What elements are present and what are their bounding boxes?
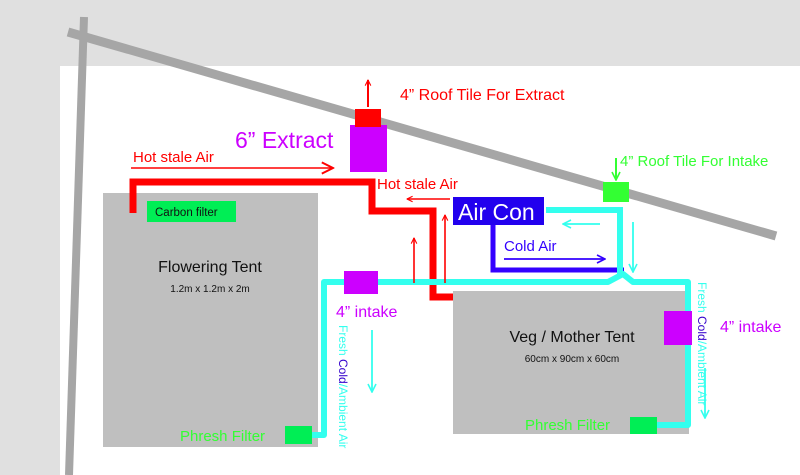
cold-air-duct: [490, 224, 624, 273]
air-con-label: Air Con: [458, 199, 535, 225]
fresh-air-branch-duct: [312, 271, 691, 438]
veg-tent-dimensions: 60cm x 90cm x 60cm: [525, 354, 619, 365]
roof-tile-extract: [355, 109, 381, 127]
veg-mother-tent: [453, 291, 689, 434]
fresh-air-label-right: Fresh Cold/Ambient Air: [695, 282, 709, 405]
roof-tile-intake: [603, 182, 629, 202]
fresh-air-label-left: Fresh Cold/Ambient Air: [336, 325, 350, 448]
roof-post: [65, 16, 88, 475]
phresh-filter-right: [630, 417, 657, 434]
extract-6-label: 6” Extract: [235, 127, 334, 153]
flowering-tent-dimensions: 1.2m x 1.2m x 2m: [170, 284, 249, 295]
roof-line: [66, 27, 778, 241]
intake-fan-right: [664, 311, 692, 345]
hot-stale-air-left-label: Hot stale Air: [133, 149, 214, 166]
extract-fan: [350, 125, 387, 172]
cold-air-label: Cold Air: [504, 238, 557, 255]
intake-fan-left: [344, 271, 378, 294]
air-con-unit: [453, 197, 544, 225]
carbon-filter-label: Carbon filter: [155, 207, 218, 219]
carbon-filter: [147, 201, 236, 222]
phresh-filter-left: [285, 426, 312, 444]
roof-tile-intake-label: 4” Roof Tile For Intake: [620, 153, 768, 170]
veg-tent-label: Veg / Mother Tent: [509, 329, 635, 346]
flowering-tent: [103, 193, 318, 447]
roof-tile-extract-label: 4” Roof Tile For Extract: [400, 87, 565, 104]
phresh-filter-left-label: Phresh Filter: [180, 428, 265, 445]
phresh-filter-right-label: Phresh Filter: [525, 417, 610, 434]
extract-duct: [129, 178, 453, 301]
intake-right-label: 4” intake: [720, 319, 781, 336]
fresh-air-main-duct: [546, 207, 623, 276]
hot-stale-air-center-label: Hot stale Air: [377, 176, 458, 193]
intake-left-label: 4” intake: [336, 304, 397, 321]
flowering-tent-label: Flowering Tent: [158, 259, 262, 276]
